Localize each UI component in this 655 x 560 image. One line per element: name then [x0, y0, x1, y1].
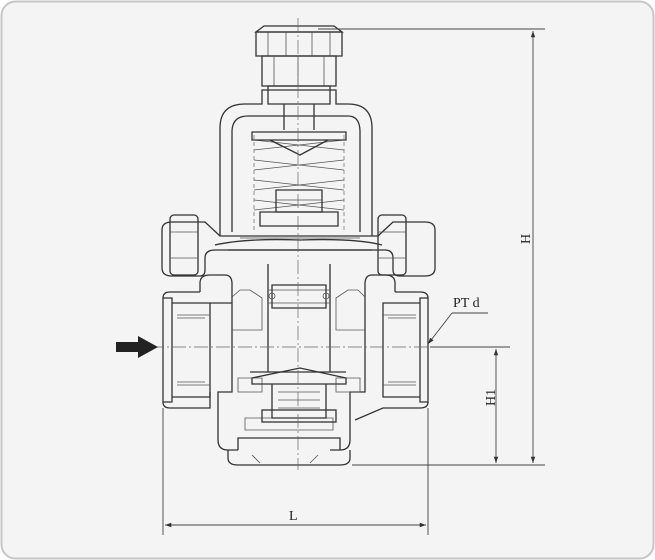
dimension-H1 — [430, 346, 510, 463]
label-H1: H1 — [484, 389, 499, 406]
flow-direction-arrow-icon — [116, 336, 158, 358]
label-H: H — [519, 234, 534, 244]
dimension-H — [318, 28, 545, 466]
pipe-thread-leader — [427, 312, 488, 345]
label-L: L — [289, 509, 298, 524]
label-pipe-thread: PT d — [453, 296, 480, 311]
dimension-L — [162, 408, 429, 535]
